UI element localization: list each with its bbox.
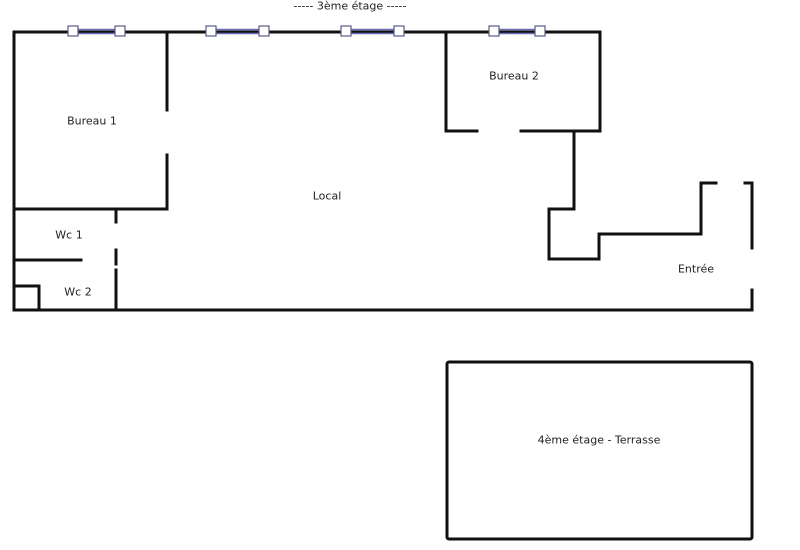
room-label-terrasse: 4ème étage - Terrasse <box>537 433 661 447</box>
windows <box>67 25 546 37</box>
wc-walls <box>12 207 118 312</box>
room-label-wc2: Wc 2 <box>64 285 92 299</box>
bureau1-walls <box>12 30 169 211</box>
window-3 <box>340 25 405 37</box>
floor-title: ----- 3ème étage ----- <box>293 0 407 13</box>
room-label-entree: Entrée <box>677 262 715 276</box>
entrance-walls <box>547 181 718 261</box>
terrasse-outline <box>445 360 754 541</box>
bureau2-walls <box>444 30 602 211</box>
window-2 <box>205 25 270 37</box>
room-label-local: Local <box>312 189 342 203</box>
room-label-wc1: Wc 1 <box>55 228 83 242</box>
outer-walls <box>12 30 754 312</box>
window-1 <box>67 25 126 37</box>
room-label-bureau1: Bureau 1 <box>67 114 117 128</box>
window-4 <box>488 25 546 37</box>
room-label-bureau2: Bureau 2 <box>489 69 539 83</box>
